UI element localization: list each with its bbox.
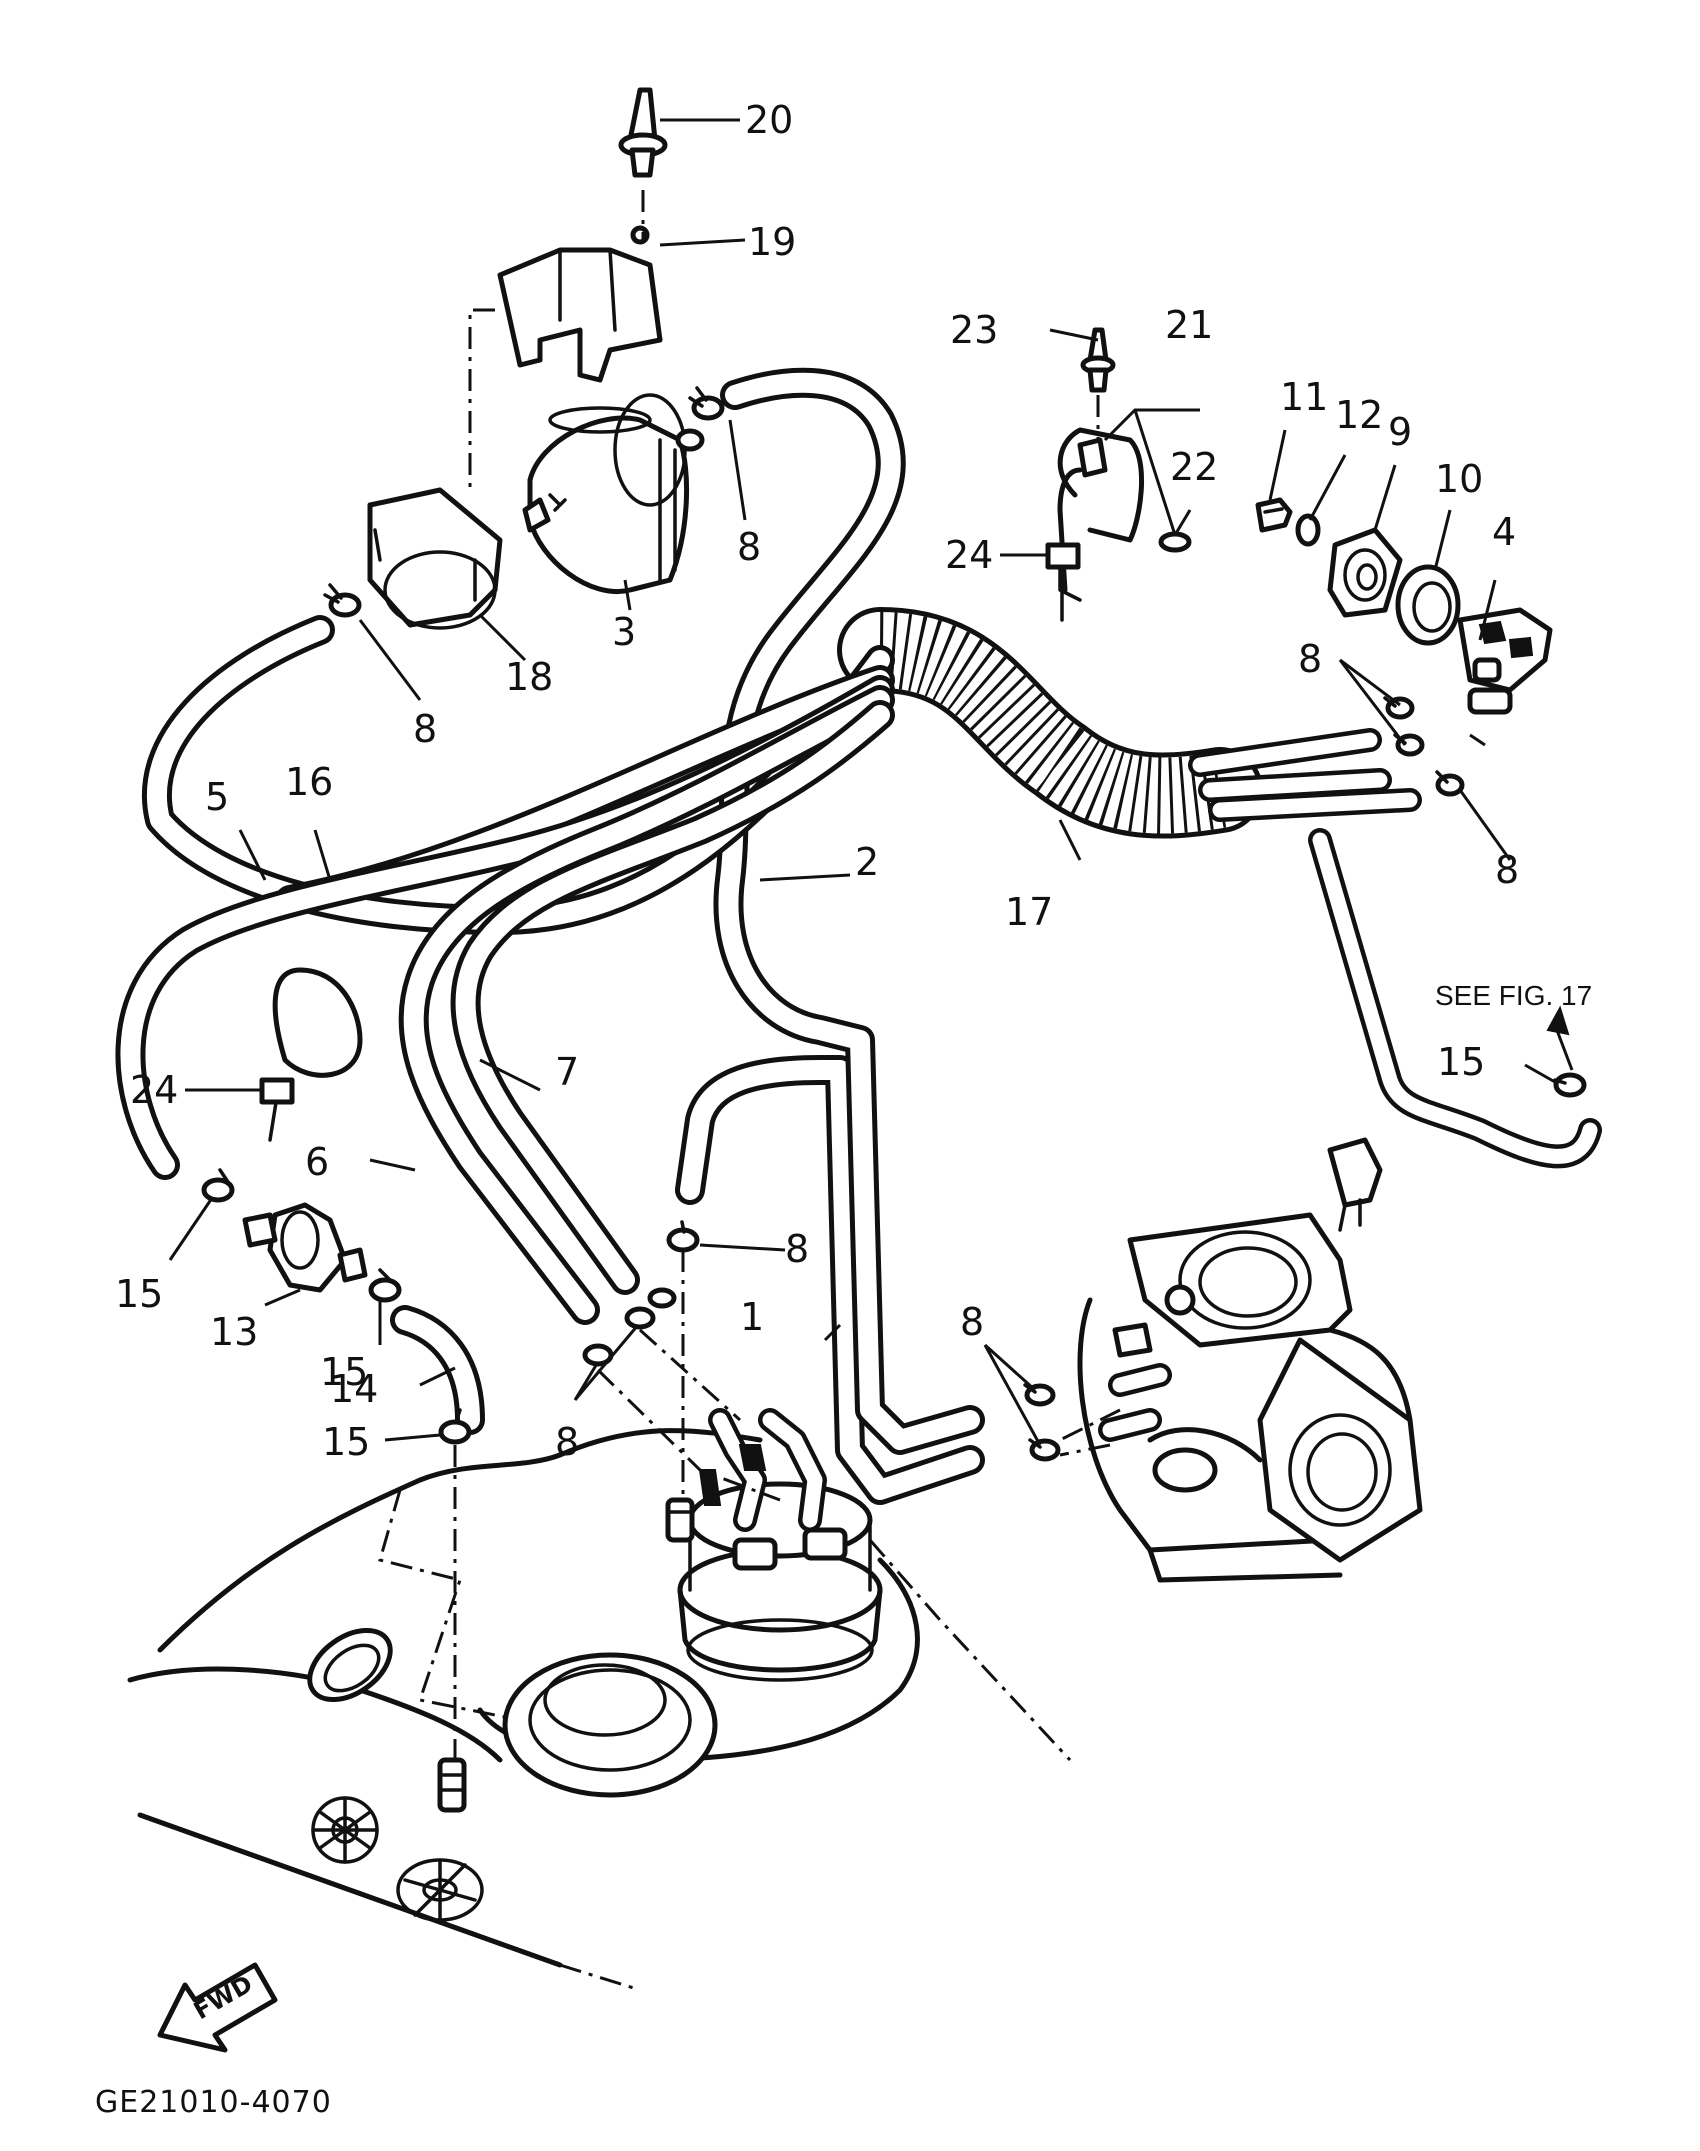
callout-6: 6 [305,1140,329,1184]
callout-8-hose1: 8 [785,1227,809,1271]
callout-1: 1 [740,1295,764,1339]
callout-15-mid: 15 [320,1350,368,1394]
cable-tie-left [259,967,363,1142]
callout-4: 4 [1492,510,1516,554]
hose-6 [398,685,895,1325]
bolt-20 [618,87,668,178]
hose-4-lines [1188,728,1422,822]
fuel-tank [127,1428,1072,1992]
bolt-11 [1255,497,1293,533]
callout-8-right: 8 [1495,848,1519,892]
hose-2 [713,367,985,1455]
callout-13: 13 [210,1310,258,1354]
callout-8-pair: 8 [555,1420,579,1464]
assembly-centerlines [453,190,1486,1760]
callout-15-tank: 15 [322,1420,370,1464]
callout-8-throttle: 8 [960,1300,984,1344]
see-fig-note: SEE FIG. 17 [1435,980,1592,1011]
callout-8-filter: 8 [737,525,761,569]
bracket [497,225,663,383]
collar-22 [1158,531,1192,553]
callout-5: 5 [205,775,229,819]
callout-21: 21 [1165,303,1213,347]
callout-24-right: 24 [945,533,993,577]
callout-24-left: 24 [130,1068,178,1112]
callout-19: 19 [748,220,796,264]
pressure-regulator [1457,607,1553,715]
callout-18: 18 [505,655,553,699]
callout-8-regulator: 8 [1298,637,1322,681]
bolt-23 [1080,327,1116,393]
filter-holder [367,487,503,630]
callout-labels: 20 19 23 21 22 24 11 12 9 10 4 8 8 17 8 … [115,98,1592,1464]
hose-to-fig17 [1308,828,1602,1169]
callout-16: 16 [285,760,333,804]
callout-15-left: 15 [115,1272,163,1316]
check-valve [242,1202,368,1293]
hose-14 [390,1305,485,1435]
clamp-bracket-21 [1057,427,1144,602]
o-ring-10 [1395,564,1461,646]
callout-15-right: 15 [1437,1040,1485,1084]
callout-20: 20 [745,98,793,142]
callout-17: 17 [1005,890,1053,934]
washer-12 [1295,513,1321,547]
hose-1 [675,1055,985,1505]
tank-nipple-left [437,1757,467,1813]
tank-nipple-center [665,1497,695,1543]
fwd-arrow: FWD [157,1962,278,2053]
callout-8-left: 8 [413,707,437,751]
callout-14: 14 [330,1367,378,1411]
throttle-body [1077,1137,1423,1583]
drawing-code: GE21010-4070 [95,2085,332,2120]
callout-12: 12 [1335,393,1383,437]
callout-10: 10 [1435,457,1483,501]
hose-clamps [201,386,1587,1462]
callout-23: 23 [950,308,998,352]
leader-lines [168,118,1574,1446]
callout-22: 22 [1170,445,1218,489]
hose-7 [450,700,895,1295]
fuel-filter [522,393,705,594]
fuel-pump-unit [677,1408,883,1682]
callout-2: 2 [855,840,879,884]
protector-sleeve [837,607,1263,839]
callout-11: 11 [1280,375,1328,419]
holder-9 [1327,527,1403,618]
callout-7: 7 [555,1050,579,1094]
callout-3: 3 [612,610,636,654]
callout-9: 9 [1388,410,1412,454]
